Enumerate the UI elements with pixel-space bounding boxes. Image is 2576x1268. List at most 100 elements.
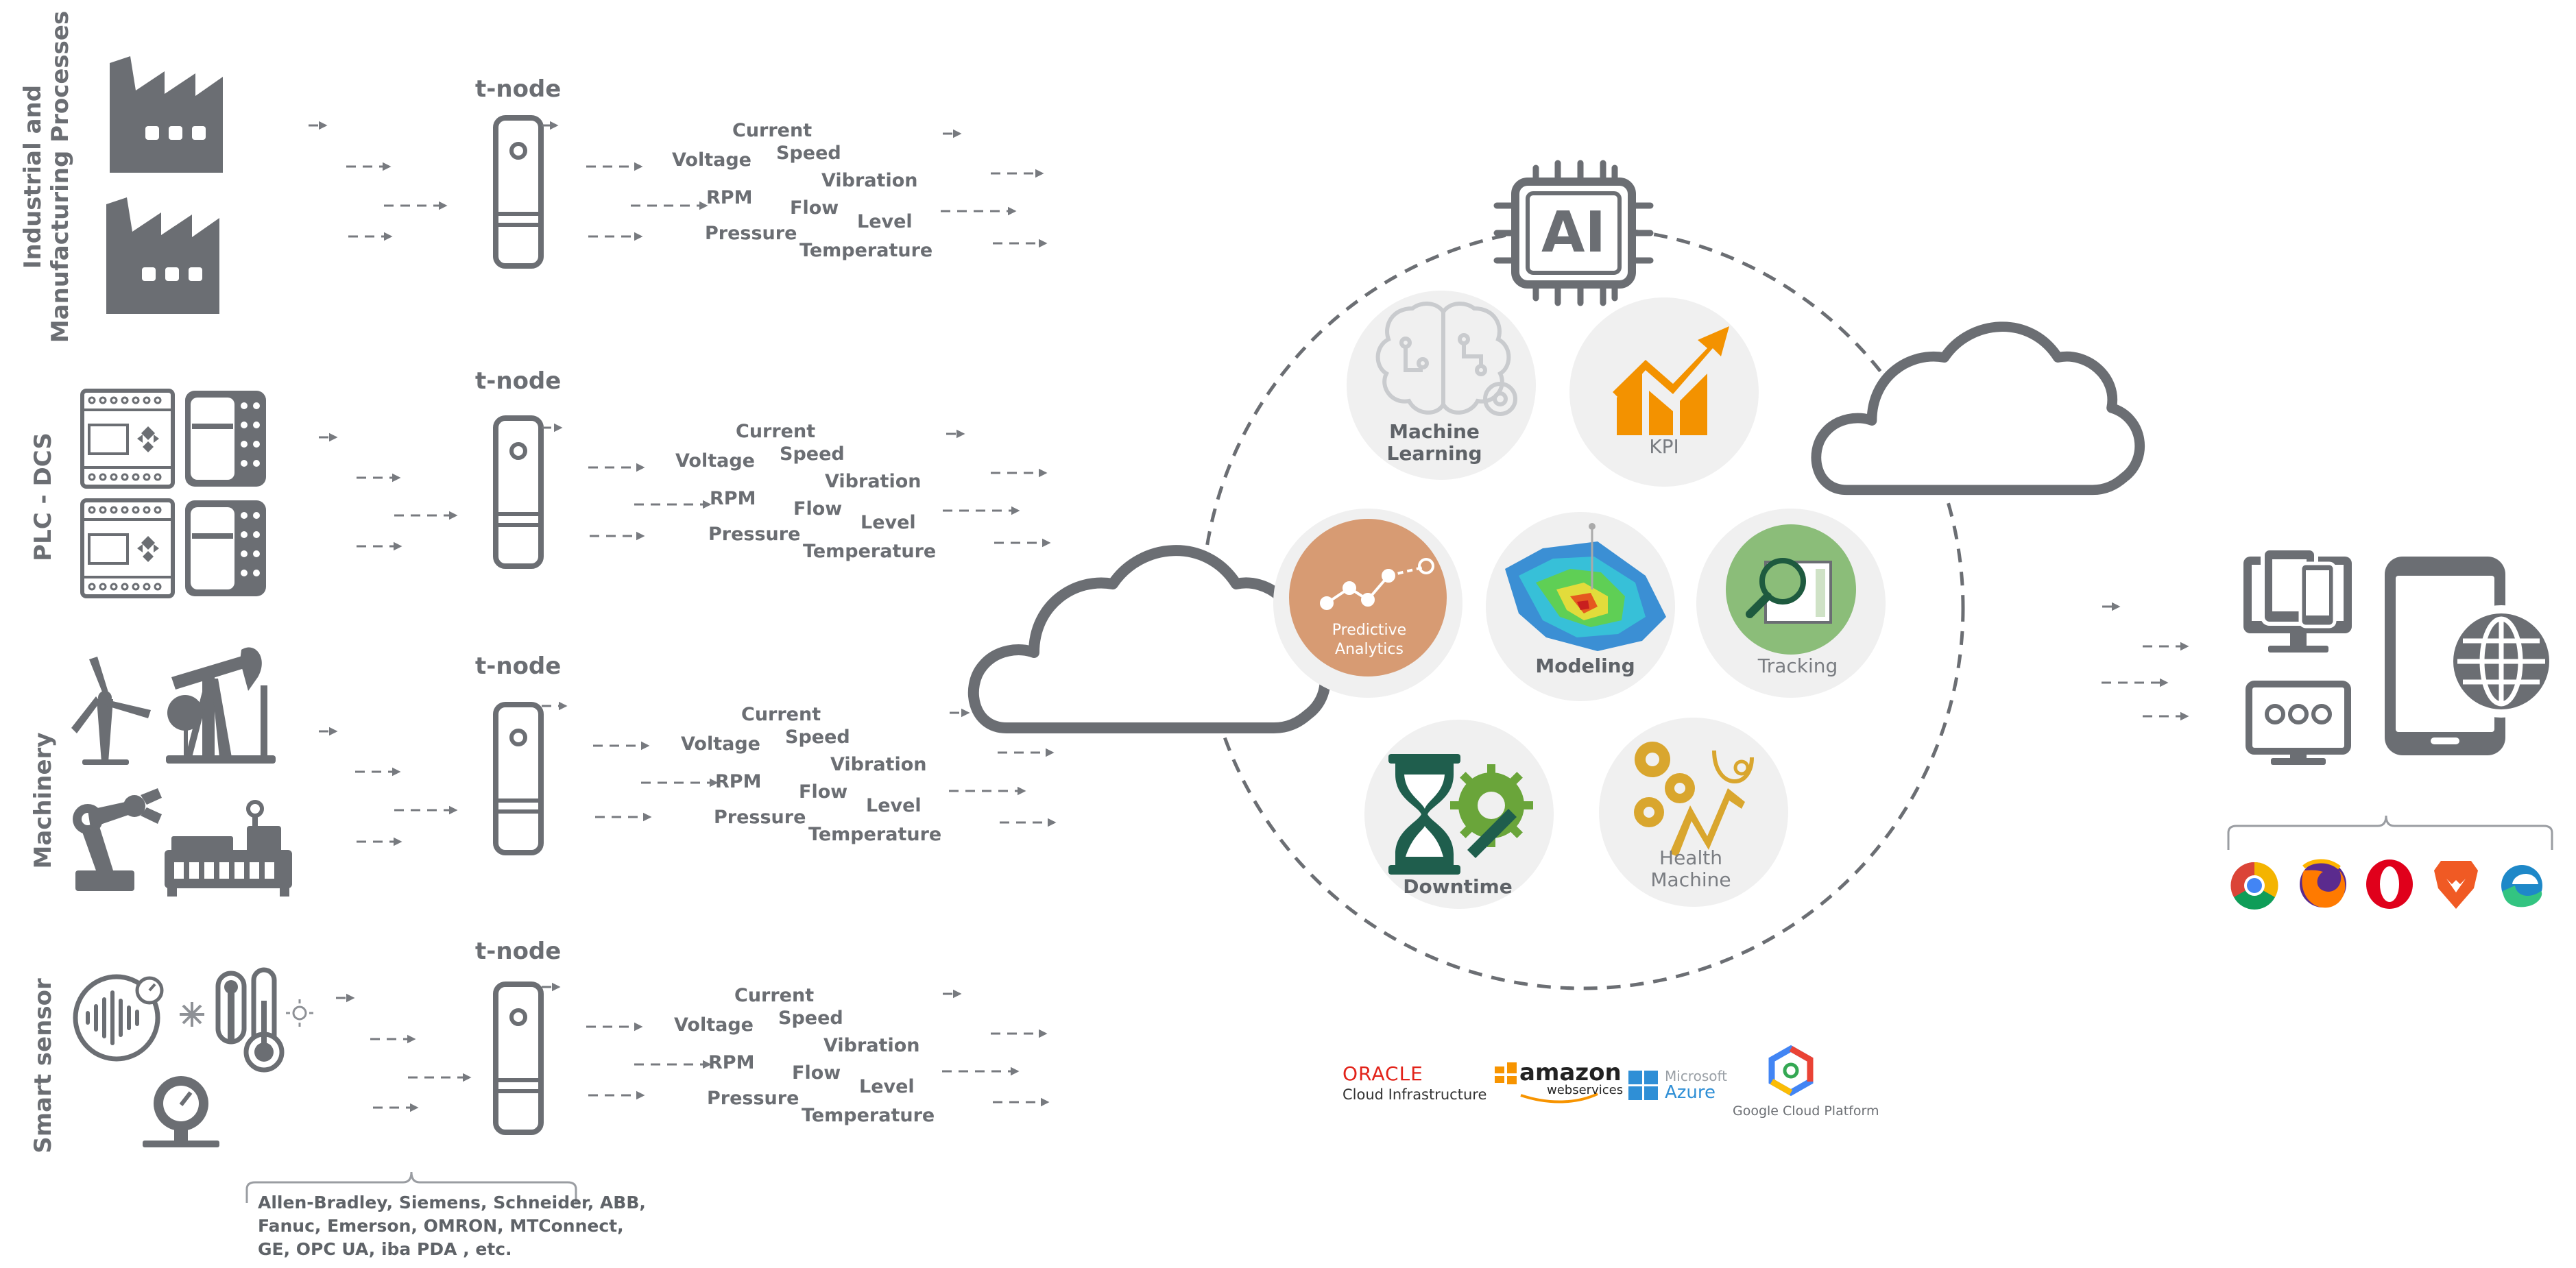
- t-node-device: [496, 418, 541, 566]
- param-temperature: Temperature: [802, 1105, 935, 1126]
- param-speed: Speed: [785, 727, 850, 748]
- downtime-label: Downtime: [1403, 875, 1513, 898]
- terrain-model-icon: [1505, 523, 1666, 651]
- oracle-logo: ORACLE Cloud Infrastructure: [1343, 1064, 1486, 1105]
- param-voltage: Voltage: [674, 1014, 754, 1036]
- param-current: Current: [734, 985, 815, 1006]
- plc-icon: [82, 500, 266, 596]
- sound-sensor-icon: [73, 974, 164, 1062]
- param-vibration: Vibration: [821, 170, 918, 191]
- row-label-line: Industrial and: [19, 84, 47, 269]
- azure-word: Azure: [1665, 1082, 1716, 1103]
- row-label-machinery: Machinery: [29, 733, 57, 869]
- row-label-industrial: Industrial and Manufacturing Processes: [19, 11, 74, 343]
- param-current: Current: [732, 120, 812, 141]
- label-line: Predictive: [1332, 622, 1407, 639]
- google-cloud-logo-icon: [1768, 1045, 1814, 1097]
- t-node-device: [496, 118, 541, 266]
- machine-learning-label: Machine Learning: [1386, 421, 1482, 465]
- data-flow-arrows: [309, 121, 2189, 1112]
- ai-chip-icon: [1493, 160, 1654, 306]
- chrome-icon: [2230, 862, 2278, 910]
- param-level: Level: [859, 1076, 915, 1097]
- brands-line: Allen-Bradley, Siemens, Schneider, ABB,: [258, 1193, 646, 1212]
- devices-icon: [2243, 546, 2352, 653]
- t-node-title: t-node: [475, 938, 562, 965]
- brands-line: GE, OPC UA, iba PDA , etc.: [258, 1239, 512, 1259]
- param-current: Current: [741, 704, 821, 725]
- azure-logo-icon: [1628, 1071, 1658, 1100]
- plc-icon: [82, 391, 266, 487]
- ai-chip-label: AI: [1541, 200, 1606, 265]
- param-speed: Speed: [780, 443, 845, 465]
- factory-icon: [110, 56, 223, 173]
- param-temperature: Temperature: [803, 541, 937, 562]
- amazon-subtitle: webservices: [1547, 1083, 1624, 1097]
- t-node-device: [496, 984, 541, 1132]
- brain-icon: [1375, 302, 1517, 416]
- kpi-label: KPI: [1649, 435, 1679, 458]
- thermometer-icon: [215, 967, 285, 1073]
- param-temperature: Temperature: [808, 824, 942, 845]
- oracle-word: ORACLE: [1343, 1062, 1423, 1085]
- brands-bracket: [245, 1171, 577, 1203]
- brave-icon: [2434, 861, 2478, 909]
- row-label-smart-sensor: Smart sensor: [29, 978, 57, 1154]
- globe-icon: [2445, 605, 2557, 718]
- param-pressure: Pressure: [708, 524, 801, 545]
- firefox-icon: [2300, 859, 2346, 908]
- label-line: Machine: [1650, 868, 1731, 891]
- snowflake-icon: [180, 1002, 204, 1027]
- row-label-plc: PLC - DCS: [29, 432, 57, 561]
- wind-turbine-icon: [71, 657, 151, 765]
- param-level: Level: [857, 211, 913, 232]
- param-temperature: Temperature: [799, 240, 933, 261]
- trend-line-icon: [1320, 558, 1434, 610]
- param-rpm: RPM: [708, 1052, 755, 1073]
- amazon-logo-icon: [1495, 1062, 1598, 1104]
- browser-bracket: [2227, 815, 2553, 850]
- brands-line: Fanuc, Emerson, OMRON, MTConnect,: [258, 1216, 624, 1236]
- t-node-title: t-node: [475, 653, 562, 680]
- row-label-line: PLC - DCS: [29, 432, 57, 561]
- param-rpm: RPM: [706, 187, 753, 208]
- param-flow: Flow: [793, 498, 843, 520]
- factory-icon: [106, 197, 219, 314]
- oracle-subtitle: Cloud Infrastructure: [1343, 1086, 1487, 1103]
- azure-microsoft: Microsoft: [1665, 1068, 1728, 1084]
- param-level: Level: [860, 512, 916, 533]
- label-line: Learning: [1386, 442, 1482, 465]
- param-flow: Flow: [790, 197, 839, 219]
- monitor-icon: [2246, 681, 2351, 765]
- param-vibration: Vibration: [825, 471, 922, 492]
- cloud-icon: [974, 550, 1325, 728]
- health-gears-icon: [1634, 742, 1754, 857]
- t-node-title: t-node: [475, 367, 562, 395]
- param-voltage: Voltage: [675, 450, 755, 472]
- param-speed: Speed: [776, 143, 841, 164]
- predictive-analytics-label: Predictive Analytics: [1332, 621, 1406, 659]
- param-rpm: RPM: [710, 488, 756, 509]
- label-line: Health: [1659, 846, 1722, 869]
- row-label-line: Machinery: [29, 732, 57, 869]
- modeling-label: Modeling: [1535, 655, 1635, 677]
- param-current: Current: [736, 421, 816, 442]
- param-vibration: Vibration: [830, 754, 927, 775]
- machine-icon: [165, 800, 292, 897]
- param-flow: Flow: [792, 1062, 841, 1084]
- t-node-title: t-node: [475, 75, 562, 103]
- edge-icon: [2501, 865, 2542, 907]
- magnifier-icon: [1746, 558, 1832, 624]
- param-rpm: RPM: [715, 771, 762, 792]
- param-voltage: Voltage: [672, 149, 751, 171]
- label-line: Analytics: [1335, 641, 1404, 658]
- google-cloud-logo: Google Cloud Platform: [1733, 1104, 1879, 1119]
- health-machine-label: Health Machine: [1650, 847, 1731, 891]
- param-pressure: Pressure: [705, 223, 797, 244]
- param-vibration: Vibration: [823, 1035, 920, 1056]
- param-speed: Speed: [778, 1008, 843, 1029]
- hourglass-gear-icon: [1388, 754, 1533, 875]
- sun-icon: [286, 999, 313, 1027]
